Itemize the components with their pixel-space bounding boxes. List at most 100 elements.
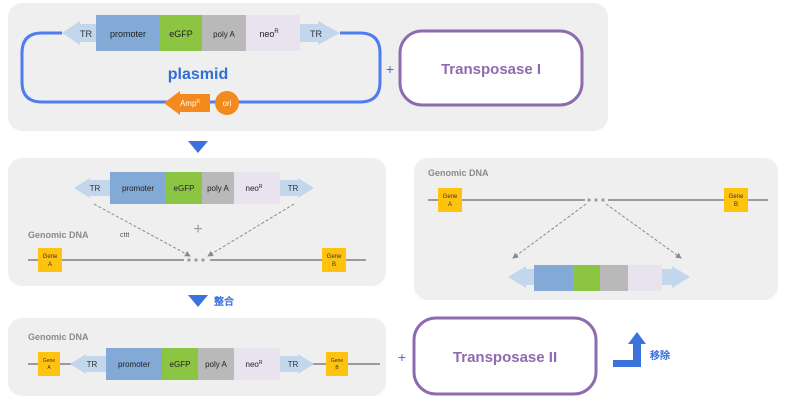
transposase-2-box [412, 316, 598, 396]
neo-superscript: R [259, 360, 263, 366]
neo-box [246, 15, 300, 51]
gene-b-box [322, 248, 346, 272]
promoter-box [106, 348, 162, 380]
egfp-label: eGFP [170, 360, 191, 369]
site-dot [187, 258, 191, 262]
excise-line-right [605, 203, 682, 259]
svg-text:AmpR: AmpR [180, 99, 200, 108]
egfp-box [162, 348, 198, 380]
amp-label: Amp [180, 99, 197, 108]
polya-box [198, 348, 234, 380]
ori-circle [215, 91, 239, 115]
tr-right-label: TR [288, 360, 299, 369]
tr-right-arrow [662, 266, 690, 288]
insert-line-left [93, 203, 191, 257]
excise-line-left [512, 203, 587, 259]
site-dot [594, 198, 598, 202]
egfp-box [160, 15, 202, 51]
tr-right-arrow: TR [280, 354, 314, 374]
tr-left-label: TR [80, 29, 92, 39]
amp-arrow: AmpR [164, 91, 210, 115]
tr-right-arrow: TR [280, 178, 314, 198]
polya-label: poly A [205, 360, 227, 369]
svg-text:neoR: neoR [259, 29, 279, 39]
tr-left-arrow: TR [74, 178, 110, 198]
gene-b-box [724, 188, 748, 212]
plus-sign-bottom: + [398, 349, 406, 365]
gene-b-letter: B [734, 202, 738, 208]
down-arrow-2 [188, 295, 208, 307]
neo-superscript: R [274, 29, 279, 35]
promoter-box [96, 15, 160, 51]
panel-mid-left: TR promoter eGFP poly A neoR TR + Genomi… [8, 158, 386, 286]
neo-label: neo [246, 184, 260, 193]
gene-a-letter: A [47, 365, 51, 371]
promoter-box [110, 172, 166, 204]
polya-label: poly A [213, 30, 235, 39]
polya-label: poly A [207, 184, 229, 193]
svg-text:neoR: neoR [246, 184, 263, 193]
site-dot [601, 198, 605, 202]
promoter-label: promoter [122, 184, 154, 193]
tr-right-label: TR [288, 184, 299, 193]
promoter-box [534, 265, 574, 291]
plus-sign: + [386, 61, 394, 77]
transposase-1-box [398, 29, 584, 107]
neo-box [234, 348, 280, 380]
polya-box [202, 172, 234, 204]
neo-box [628, 265, 662, 291]
panel-bottom: Genomic DNA Gene A TR promoter eGFP poly… [8, 318, 386, 396]
neo-label: neo [259, 29, 274, 39]
egfp-label: eGFP [169, 29, 193, 39]
gene-a-label: Gene [443, 194, 458, 200]
tr-left-arrow: TR [62, 21, 96, 45]
gene-a-box [438, 188, 462, 212]
panel-mid-right: Genomic DNA Gene A Gene B [414, 158, 778, 300]
tr-left-arrow: TR [70, 354, 106, 374]
excise-arrow-icon [613, 332, 646, 367]
integrate-label: 整合 [213, 295, 235, 308]
egfp-label: eGFP [174, 184, 195, 193]
gene-b-letter: B [332, 262, 336, 268]
plasmid-label: plasmid [168, 66, 228, 83]
gene-a-letter: A [48, 262, 52, 268]
tr-right-arrow: TR [300, 21, 340, 45]
site-dot [201, 258, 205, 262]
polya-box [202, 15, 246, 51]
polya-box [600, 265, 628, 291]
egfp-box [574, 265, 600, 291]
site-dot [587, 198, 591, 202]
plus-sign: + [193, 221, 202, 238]
transposase-2-label: Transposase II [453, 349, 557, 366]
panel-top: TR promoter eGFP poly A neoR TR plasmid … [8, 3, 608, 131]
gene-b-box [326, 352, 348, 376]
promoter-label: promoter [118, 360, 150, 369]
gene-a-letter: A [448, 202, 452, 208]
promoter-label: promoter [110, 29, 146, 39]
neo-label: neo [246, 360, 260, 369]
excise-label: 移除 [650, 349, 671, 362]
down-arrow-1 [188, 141, 208, 153]
gene-a-box [38, 248, 62, 272]
transposase-1-label: Transposase I [441, 61, 541, 78]
gene-b-label: Gene [327, 254, 342, 260]
genomic-dna-label: Genomic DNA [428, 168, 489, 178]
ori-label: ori [223, 99, 232, 108]
tr-right-label: TR [310, 29, 322, 39]
insert-line-right [207, 203, 295, 257]
genomic-dna-label: Genomic DNA [28, 230, 89, 240]
neo-superscript: R [259, 184, 263, 190]
site-label: cttt [120, 232, 129, 239]
gene-b-letter: B [335, 365, 339, 371]
svg-text:neoR: neoR [246, 360, 263, 369]
gene-b-label: Gene [331, 358, 343, 364]
tr-left-arrow [508, 266, 534, 288]
site-dot [194, 258, 198, 262]
gene-a-label: Gene [43, 254, 58, 260]
neo-box [234, 172, 280, 204]
amp-superscript: R [196, 99, 200, 105]
egfp-box [166, 172, 202, 204]
genomic-dna-label: Genomic DNA [28, 332, 89, 342]
gene-b-label: Gene [729, 194, 744, 200]
tr-left-label: TR [90, 184, 101, 193]
